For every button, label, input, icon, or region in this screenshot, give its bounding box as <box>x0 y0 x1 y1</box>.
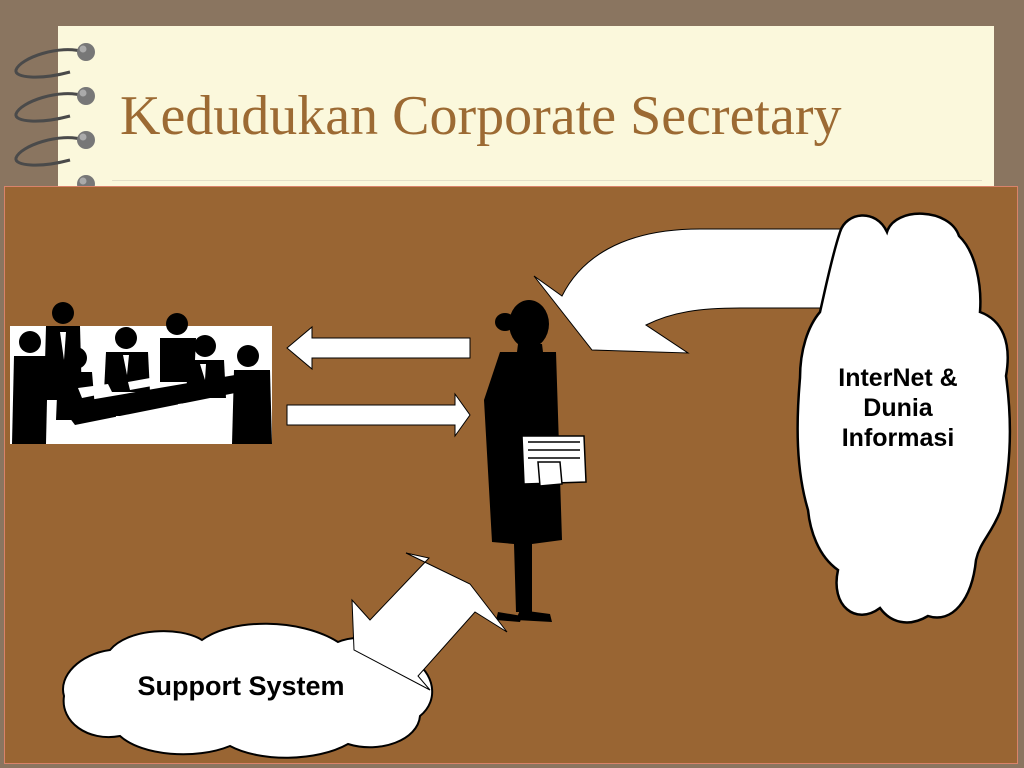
support-system-label: Support System <box>137 671 345 701</box>
internet-cloud-shape <box>796 212 1012 624</box>
business-meeting-icon <box>10 302 272 444</box>
double-block-arrow <box>351 552 508 691</box>
curved-block-arrow <box>533 228 851 354</box>
block-arrow-right <box>286 392 471 438</box>
internet-label-line-1: InterNet & <box>838 364 958 392</box>
support-cloud-shape <box>62 622 434 759</box>
slide-title: Kedudukan Corporate Secretary <box>120 85 842 147</box>
block-arrow-left <box>286 325 471 371</box>
spiral-binding-icon <box>14 43 95 193</box>
businesswoman-icon <box>484 300 587 622</box>
title-card <box>58 26 994 196</box>
internet-label-line-2: Dunia <box>863 394 933 422</box>
title-divider <box>112 180 982 181</box>
internet-label-line-3: Informasi <box>841 424 955 452</box>
internet-label: InterNet & Dunia Informasi <box>808 363 988 453</box>
